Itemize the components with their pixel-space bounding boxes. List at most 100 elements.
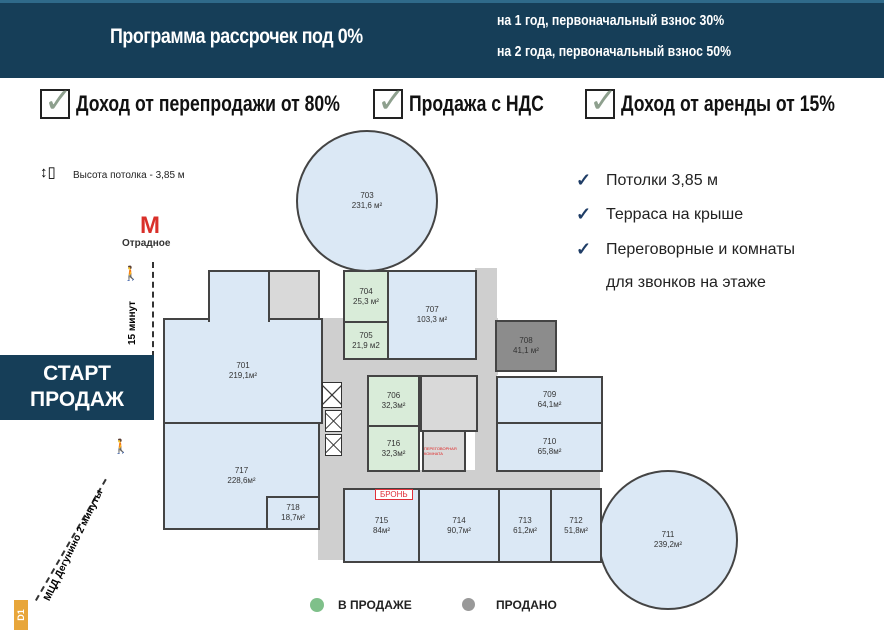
room-number: 701: [236, 361, 250, 370]
metro-walk-time: 15 минут: [127, 300, 138, 345]
room-number: 709: [542, 390, 557, 399]
room-area: 231,6 м²: [351, 201, 383, 210]
highlight-terrace: ✓ Терраса на крыше: [576, 204, 743, 225]
metro-station: Отрадное: [122, 238, 171, 249]
room-area: 219,1м²: [228, 371, 258, 380]
room-area: 103,3 м²: [416, 315, 448, 324]
room-number: 706: [386, 391, 401, 400]
room-number: 718: [286, 503, 300, 512]
corridor: [475, 268, 497, 478]
room-area: 41,1 м²: [513, 346, 539, 355]
feature-label: Доход от перепродажи от 80%: [76, 91, 340, 116]
banner-line-1: на 1 год, первоначальный взнос 30%: [497, 12, 725, 29]
feature-resale: Доход от перепродажи от 80%: [40, 81, 406, 122]
highlight-label: Потолки 3,85 м: [606, 171, 719, 189]
room-number: 713: [518, 515, 532, 525]
room-number: 703: [360, 191, 374, 200]
start-line-2: ПРОДАЖ: [30, 388, 124, 411]
room-number: 707: [425, 305, 439, 314]
room-area: 21,9 м2: [352, 340, 380, 350]
room-area: 228,6м²: [227, 476, 256, 485]
start-line-1: СТАРТ: [43, 362, 111, 385]
room-area: 32,3м²: [381, 401, 406, 410]
pedestrian-icon: 🚶: [122, 265, 140, 281]
corridor: [340, 470, 600, 490]
room-area: 65,8м²: [537, 447, 562, 456]
meeting-room: ПЕРЕГОВОРНАЯ КОМНАТА: [422, 430, 466, 472]
room-number: 712: [569, 515, 583, 525]
metro-icon: М: [140, 212, 160, 239]
mcd-badge: D1: [14, 600, 28, 630]
meeting-room-label: ПЕРЕГОВОРНАЯ КОМНАТА: [424, 446, 457, 456]
restrooms: [420, 375, 478, 432]
reserved-badge: БРОНЬ: [375, 489, 413, 500]
room-area: 239,2м²: [653, 540, 683, 549]
check-icon: ✓: [576, 239, 592, 259]
room-area: 32,3м²: [381, 448, 406, 458]
pedestrian-icon: 🚶: [112, 438, 130, 454]
installment-banner: Программа рассрочек под 0% на 1 год, пер…: [0, 0, 884, 78]
room-number: 714: [452, 515, 466, 525]
check-icon: ✓: [576, 204, 592, 224]
room-area: 61,2м²: [513, 525, 537, 535]
check-icon: [40, 81, 73, 121]
check-icon: [585, 81, 618, 121]
room-area: 25,3 м²: [353, 296, 379, 306]
banner-title: Программа рассрочек под 0%: [110, 25, 363, 48]
sales-start-banner: СТАРТ ПРОДАЖ: [0, 355, 154, 420]
highlight-meeting-rooms-2: для звонков на этаже: [606, 274, 766, 292]
highlight-label: для звонков на этаже: [606, 274, 766, 291]
legend-sold: ПРОДАНО: [496, 598, 557, 612]
technical-room: [268, 270, 320, 320]
feature-vat: Продажа с НДС: [373, 81, 578, 122]
banner-line-2: на 2 года, первоначальный взнос 50%: [497, 43, 732, 60]
room-number: 716: [386, 438, 401, 448]
check-icon: [373, 81, 406, 121]
room-area: 64,1м²: [537, 400, 562, 409]
highlight-meeting-rooms: ✓ Переговорные и комнаты: [576, 239, 795, 260]
ceiling-height-icon: ↕▯: [40, 164, 56, 181]
room-number: 717: [234, 466, 249, 475]
room-area: 90,7м²: [447, 525, 471, 535]
room-number: 711: [661, 530, 675, 539]
room-area: 18,7м²: [281, 513, 305, 522]
feature-rent: Доход от аренды от 15%: [585, 81, 884, 122]
room-number: 708: [519, 336, 533, 345]
highlight-ceilings: ✓ Потолки 3,85 м: [576, 170, 718, 191]
room-area: 51,8м²: [564, 525, 588, 535]
room-number: 715: [374, 515, 389, 525]
feature-label: Доход от аренды от 15%: [621, 91, 835, 116]
room-number: 710: [542, 437, 557, 446]
legend-sold-dot: [462, 598, 475, 611]
elevator-shaft: [322, 382, 342, 408]
mcd-badge-label: D1: [15, 609, 26, 621]
highlight-label: Терраса на крыше: [606, 205, 744, 223]
elevator-shaft: [325, 410, 342, 432]
check-icon: ✓: [576, 170, 592, 190]
room-area: 84м²: [372, 525, 391, 535]
room-701-annex: [208, 270, 270, 322]
feature-label: Продажа с НДС: [409, 91, 544, 116]
legend-available: В ПРОДАЖЕ: [338, 598, 412, 612]
room-number: 704: [359, 286, 373, 296]
highlight-label: Переговорные и комнаты: [606, 240, 796, 258]
elevator-shaft: [325, 434, 342, 456]
room-number: 705: [359, 330, 373, 340]
ceiling-height-label: Высота потолка - 3,85 м: [73, 170, 185, 181]
mcd-walk-time: МЦД Дегунино 2 минуты: [42, 488, 106, 603]
